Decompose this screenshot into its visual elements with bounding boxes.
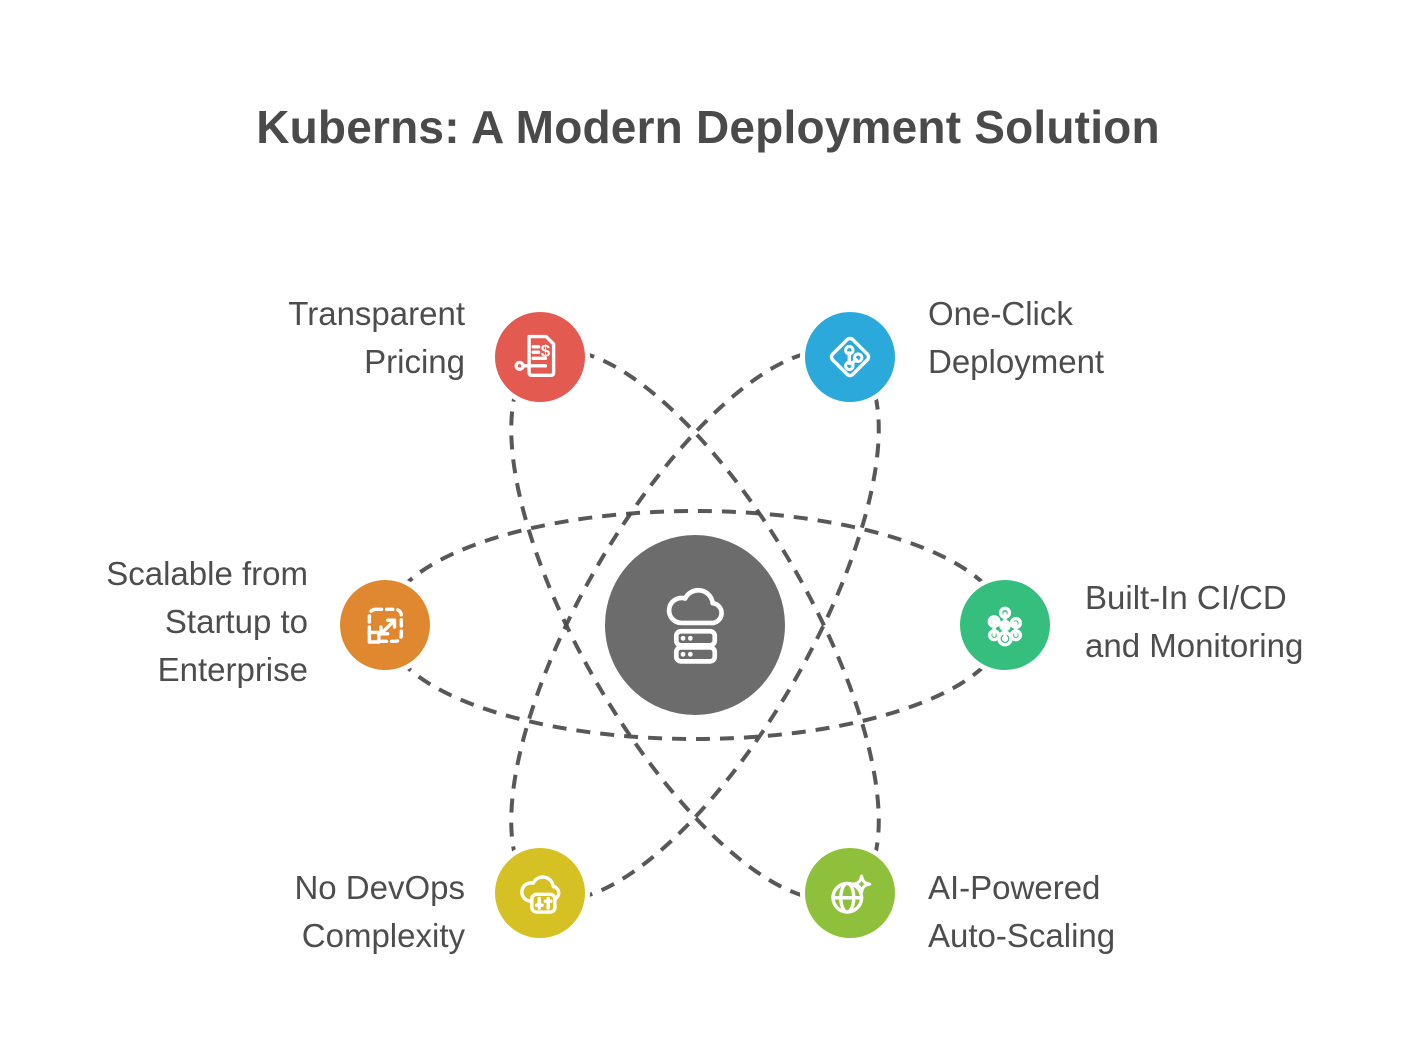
feature-node-one-click-deployment — [800, 307, 900, 407]
feature-label-no-devops: No DevOps Complexity — [294, 869, 465, 954]
feature-node-cicd-monitoring — [955, 575, 1055, 675]
feature-label-one-click-deployment: One-Click Deployment — [928, 295, 1105, 380]
globe-sparkle-icon — [831, 874, 872, 914]
feature-label-ai-auto-scaling: AI-Powered Auto-Scaling — [928, 869, 1116, 954]
svg-text:$: $ — [541, 341, 551, 360]
feature-label-transparent-pricing: Transparent Pricing — [288, 295, 465, 380]
page-title: Kuberns: A Modern Deployment Solution — [256, 101, 1160, 153]
cloud-settings-icon — [520, 875, 561, 914]
network-nodes-icon — [987, 606, 1022, 647]
feature-node-transparent-pricing: $ — [490, 307, 590, 407]
feature-node-scalable — [335, 575, 435, 675]
resize-scale-icon — [367, 607, 404, 644]
feature-node-no-devops — [490, 843, 590, 943]
center-node — [599, 529, 791, 721]
feature-node-ai-auto-scaling — [800, 843, 900, 943]
feature-label-scalable: Scalable from Startup to Enterprise — [106, 555, 308, 688]
feature-label-cicd-monitoring: Built-In CI/CD and Monitoring — [1085, 579, 1304, 664]
invoice-icon: $ — [514, 334, 556, 378]
git-branch-icon — [829, 336, 871, 378]
cloud-server-icon — [666, 587, 724, 664]
